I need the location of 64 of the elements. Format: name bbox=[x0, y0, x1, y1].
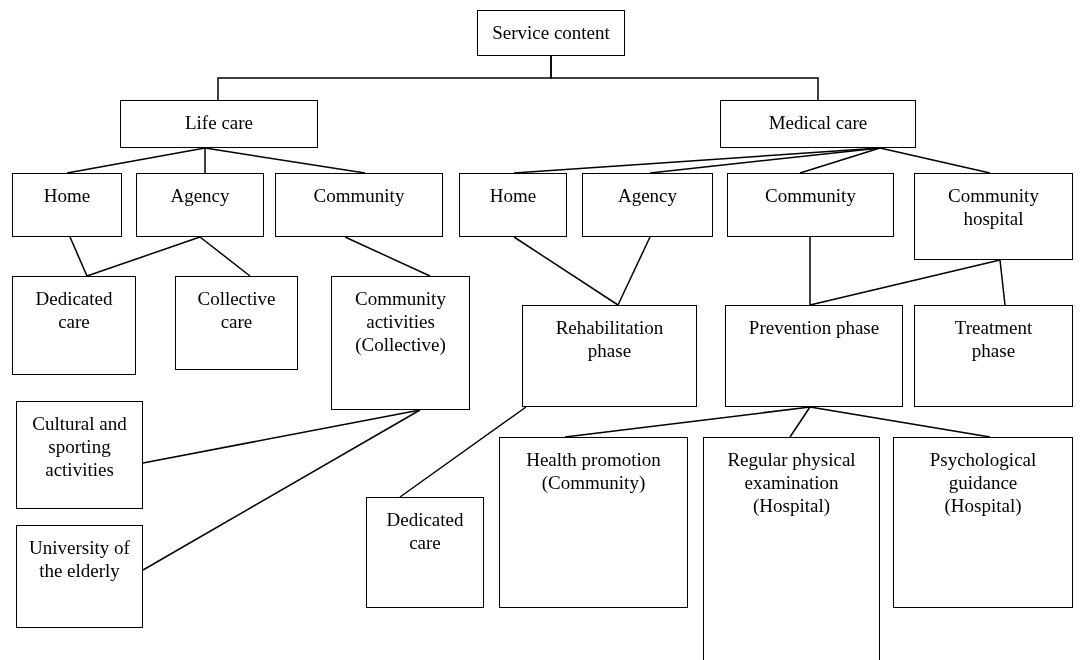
connector-line bbox=[399, 406, 527, 498]
box bbox=[175, 276, 298, 370]
node-label: Agency bbox=[169, 184, 231, 207]
node-label: Community bbox=[764, 184, 857, 207]
node-label: Agency bbox=[616, 184, 679, 207]
box bbox=[136, 173, 264, 237]
connector-line bbox=[142, 409, 421, 571]
node-label: Community hospital bbox=[947, 184, 1040, 230]
box bbox=[727, 173, 894, 237]
box bbox=[893, 437, 1073, 608]
box bbox=[16, 401, 143, 509]
node-label: Health promotion (Community) bbox=[525, 448, 662, 494]
node-label: Rehabilitation phase bbox=[554, 316, 665, 362]
connector-line bbox=[513, 236, 619, 306]
connector-line bbox=[789, 406, 811, 438]
box bbox=[275, 173, 443, 237]
connector-line bbox=[69, 236, 88, 277]
box bbox=[16, 525, 143, 628]
node-label: Dedicated care bbox=[385, 508, 465, 554]
connector-line bbox=[344, 236, 431, 277]
node-label: Prevention phase bbox=[748, 316, 880, 339]
connector-line bbox=[86, 236, 201, 277]
box bbox=[720, 100, 916, 148]
box bbox=[725, 305, 903, 407]
box bbox=[914, 305, 1073, 407]
connector-line bbox=[66, 147, 206, 174]
node-label: Medical care bbox=[767, 111, 869, 134]
box bbox=[582, 173, 713, 237]
node-label: Regular physical examination (Hospital) bbox=[726, 448, 857, 517]
node-label: Community activities (Collective) bbox=[354, 287, 447, 356]
node-label: Service content bbox=[491, 21, 611, 44]
box bbox=[522, 305, 697, 407]
node-label: Dedicated care bbox=[34, 287, 114, 333]
node-label: Community bbox=[312, 184, 406, 207]
connector-line bbox=[879, 147, 991, 174]
box bbox=[366, 497, 484, 608]
connector-line bbox=[799, 147, 881, 174]
connector-line bbox=[617, 236, 651, 306]
node-label: Home bbox=[488, 184, 538, 207]
node-label: University of the elderly bbox=[28, 536, 131, 582]
node-label: Collective care bbox=[196, 287, 277, 333]
connector-line bbox=[809, 406, 991, 438]
box bbox=[499, 437, 688, 608]
box bbox=[331, 276, 470, 410]
box bbox=[459, 173, 567, 237]
box bbox=[914, 173, 1073, 260]
connector-line bbox=[999, 259, 1006, 306]
box bbox=[120, 100, 318, 148]
box bbox=[703, 437, 880, 660]
node-label: Home bbox=[42, 184, 92, 207]
connector-line bbox=[204, 147, 206, 174]
connector-line bbox=[199, 236, 251, 277]
node-label: Treatment phase bbox=[953, 316, 1034, 362]
node-label: Cultural and sporting activities bbox=[31, 412, 128, 481]
connector-line bbox=[809, 259, 1001, 306]
node-label: Psychological guidance (Hospital) bbox=[928, 448, 1038, 517]
node-label: Life care bbox=[184, 111, 254, 134]
box bbox=[477, 10, 625, 56]
connector-line bbox=[204, 147, 366, 174]
connector-line bbox=[564, 406, 811, 438]
connector-line bbox=[809, 236, 811, 306]
box bbox=[12, 276, 136, 375]
connector-line bbox=[550, 55, 819, 101]
box bbox=[12, 173, 122, 237]
